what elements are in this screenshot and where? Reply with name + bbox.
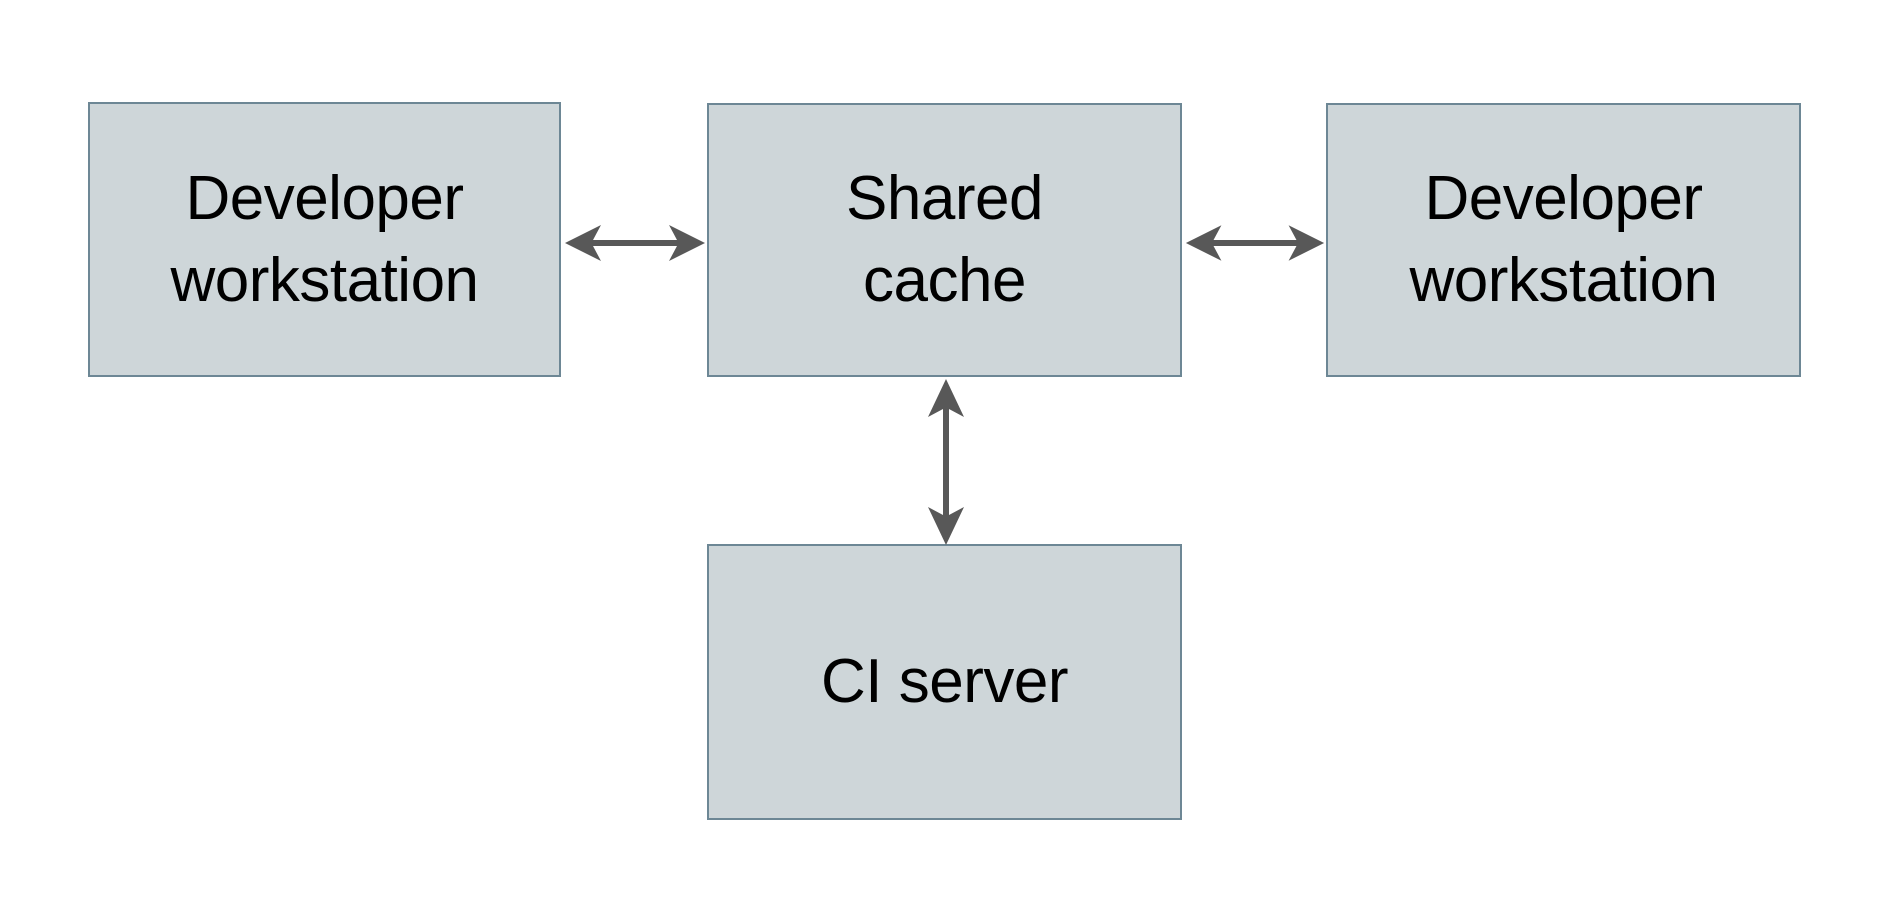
edge-developer-left-to-shared-cache: [565, 225, 705, 261]
node-label: Developer workstation: [1409, 164, 1718, 315]
double-arrow-horizontal-icon: [1185, 225, 1325, 261]
edge-shared-cache-to-developer-right: [1185, 225, 1325, 261]
node-label: Shared cache: [846, 164, 1043, 315]
edge-shared-cache-to-ci-server: [928, 379, 964, 545]
double-arrow-horizontal-icon: [565, 225, 705, 261]
node-developer-workstation-right[interactable]: Developer workstation: [1326, 103, 1801, 377]
node-shared-cache[interactable]: Shared cache: [707, 103, 1182, 377]
double-arrow-vertical-icon: [928, 379, 964, 545]
node-ci-server[interactable]: CI server: [707, 544, 1182, 820]
node-developer-workstation-left[interactable]: Developer workstation: [88, 102, 561, 377]
node-label: CI server: [821, 647, 1068, 717]
node-label: Developer workstation: [170, 163, 479, 315]
